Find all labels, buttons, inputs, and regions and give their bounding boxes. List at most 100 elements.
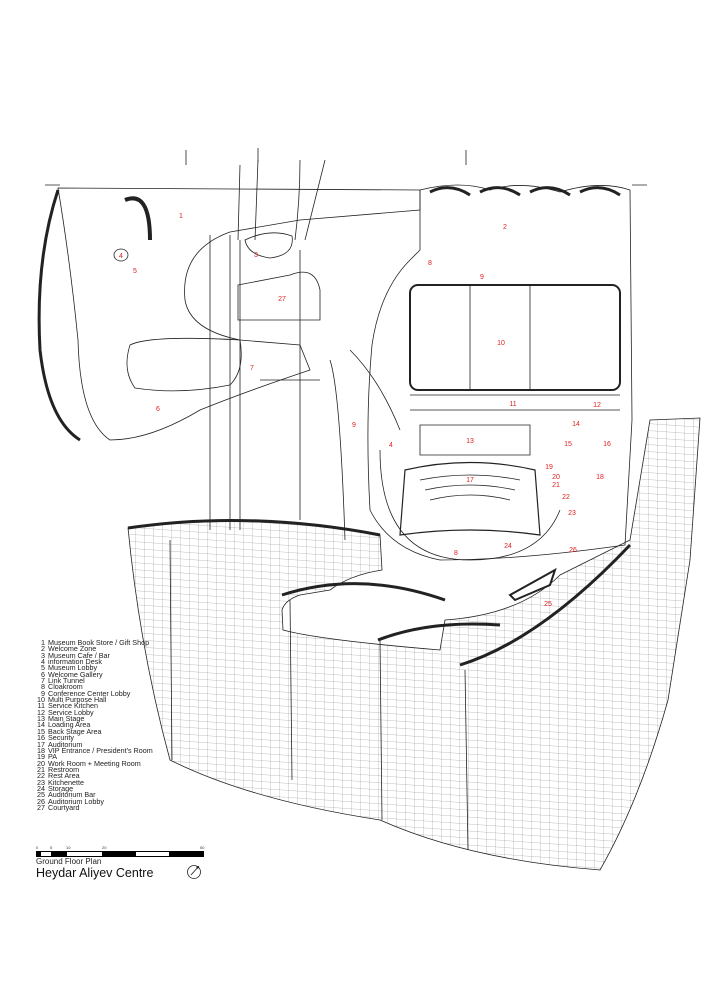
auditorium [399,461,541,536]
legend-number: 12 [37,707,45,717]
room-marker: 3 [254,252,258,259]
legend-number: 16 [37,733,45,743]
room-marker: 24 [504,543,512,550]
room-marker: 22 [562,494,570,501]
room-marker: 2 [503,224,507,231]
legend-number: 18 [37,745,45,755]
legend-label: Main Stage [48,714,85,724]
room-marker: 21 [552,482,560,489]
room-marker: 26 [569,547,577,554]
room-marker: 4 [389,442,393,449]
room-marker: 11 [509,401,516,408]
legend-label: VIP Entrance / President's Room [48,745,153,755]
legend-label: Loading Area [48,720,91,730]
courtyard [237,271,321,321]
legend-number: 4 [41,657,45,667]
room-marker: 8 [428,260,432,267]
legend-number: 15 [37,726,45,736]
room-marker: 9 [352,422,356,429]
legend-label: Rest Area [48,771,80,781]
legend-label: Multi Purpose Hall [48,695,107,705]
room-marker: 6 [156,406,160,413]
legend-number: 26 [37,796,45,806]
legend-number: 9 [41,688,45,698]
legend-label: Auditorium Bar [48,790,96,800]
scale-tick: 20 [102,845,107,850]
scale-tick: 10 [66,845,71,850]
room-marker: 17 [466,477,474,484]
auditorium-bar [508,567,557,602]
legend-label: Auditorium Lobby [48,796,104,806]
room-marker: 14 [572,421,580,428]
room-marker: 15 [564,441,572,448]
legend-label: Auditorium [48,739,83,749]
legend-label: Museum Book Store / Gift Shop [48,638,150,647]
legend-label: Kitchenette [48,777,84,787]
room-marker: 25 [544,601,552,608]
legend-label: Cloakroom [48,682,83,692]
legend-number: 22 [37,771,45,781]
legend-label: information Desk [48,657,102,667]
legend-number: 17 [37,739,45,749]
room-marker: 19 [545,464,553,471]
scale-bar: 0 5 10 20 50 [36,845,204,857]
legend-number: 11 [37,701,45,711]
legend-label: Service Kitchen [48,701,98,711]
legend-label: Storage [48,783,74,793]
welcome-gallery-pod [126,337,242,392]
legend-number: 24 [37,783,45,793]
legend-label: Welcome Zone [48,644,97,654]
room-marker: 5 [133,268,137,275]
legend-label: Conference Center Lobby [48,688,131,698]
room-marker: 13 [466,438,474,445]
legend-number: 14 [37,720,45,730]
legend-label: Work Room + Meeting Room [48,758,141,768]
main-stage [419,424,531,456]
room-number-markers: 1 2 3 4 5 6 7 8 9 10 11 12 13 14 15 16 1… [119,213,611,608]
plan-title: Heydar Aliyev Centre [36,866,154,880]
information-desk [113,248,129,262]
legend-number: 8 [41,682,45,692]
north-arrow-icon [187,865,201,879]
conference-wing-outline [367,184,633,561]
room-marker: 9 [480,274,484,281]
room-marker: 4 [119,253,123,260]
legend-number: 1 [41,638,45,647]
legend-number: 20 [37,758,45,768]
scale-tick: 5 [50,845,53,850]
legend-number: 25 [37,790,45,800]
legend-label: Museum Lobby [48,663,98,673]
museum-stair-ribbon [37,189,81,442]
room-marker: 8 [454,550,458,557]
legend-number: 19 [37,752,45,762]
legend-label: Service Lobby [48,707,94,717]
room-marker: 23 [568,510,576,517]
legend-number: 3 [41,650,45,660]
legend-number: 21 [37,764,45,774]
legend-number: 5 [41,663,45,673]
legend-label: Back Stage Area [48,726,102,736]
